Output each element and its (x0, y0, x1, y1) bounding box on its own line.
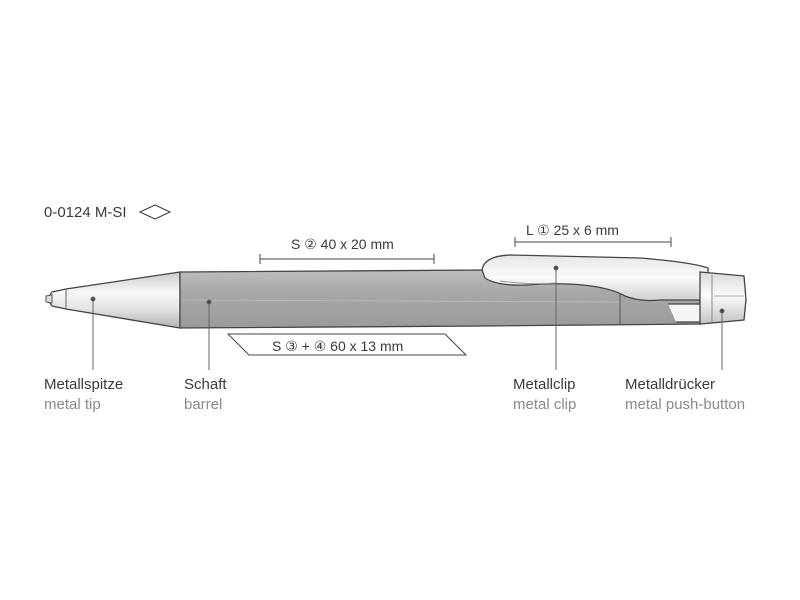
metal-tip (45, 271, 181, 329)
model-code: 0-0124 M-SI (44, 204, 127, 221)
diamond-outline-icon (138, 204, 172, 220)
label-barrel-de: Schaft (184, 376, 227, 393)
print-area-s2-label: S ② 40 x 20 mm (291, 236, 394, 252)
label-button-en: metal push-button (625, 396, 746, 413)
metal-push-button (699, 271, 747, 325)
print-area-s34-box (226, 333, 468, 356)
label-tip-de: Metallspitze (44, 376, 124, 393)
leader-lines (90, 265, 725, 370)
label-clip-de: Metallclip (513, 376, 576, 393)
label-barrel-en: barrel (184, 396, 223, 413)
dimension-line-s2 (259, 254, 435, 264)
label-button-de: Metalldrücker (625, 376, 716, 393)
label-tip-en: metal tip (44, 396, 101, 413)
print-area-l1-label: L ① 25 x 6 mm (526, 222, 619, 238)
dimension-line-l1 (514, 237, 672, 247)
label-clip-en: metal clip (513, 396, 577, 413)
print-area-s34-label: S ③ + ④ 60 x 13 mm (272, 338, 404, 354)
